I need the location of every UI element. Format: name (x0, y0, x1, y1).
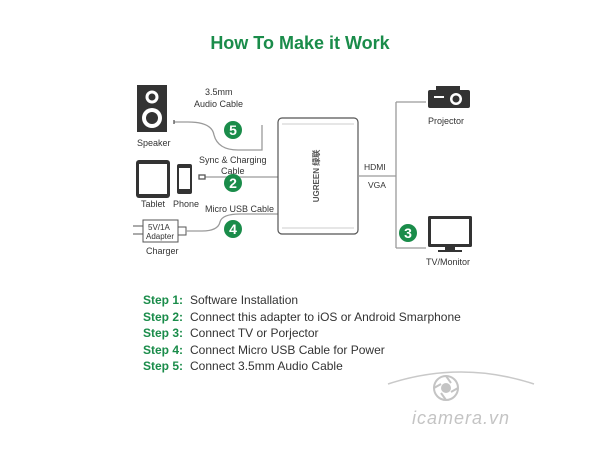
step-2-key: Step 2: (143, 309, 184, 324)
step-1-text: Software Installation (190, 293, 299, 307)
micro-usb-cable-label: Micro USB Cable (205, 204, 274, 214)
speaker-label: Speaker (137, 138, 171, 148)
projector-icon (428, 86, 470, 108)
step-2-badge-number: 2 (229, 175, 237, 191)
tablet-label: Tablet (141, 199, 166, 209)
step-3-badge-number: 3 (404, 225, 412, 241)
step-1: Step 1: Software Installation (143, 292, 461, 309)
step-5-text: Connect 3.5mm Audio Cable (190, 359, 343, 373)
adapter-brand-text: UGREEN 绿联 (311, 150, 321, 202)
step-3: Step 3: Connect TV or Porjector (143, 325, 461, 342)
adapter-label-line2: Adapter (146, 232, 174, 241)
step-1-key: Step 1: (143, 293, 184, 307)
phone-icon (177, 164, 192, 194)
output-cables (358, 101, 426, 249)
vga-label: VGA (368, 180, 386, 190)
audio-cable (173, 120, 263, 151)
step-4-text: Connect Micro USB Cable for Power (190, 342, 385, 357)
wall-adapter-icon (133, 219, 187, 243)
tv-monitor-label: TV/Monitor (426, 257, 470, 267)
steps-list: Step 1: Software Installation Step 2: Conn… (143, 292, 461, 375)
watermark-logo: icamera.vn (387, 371, 535, 428)
step-2: Step 2: Connect this adapter to iOS or An… (143, 309, 461, 326)
step-4-badge-number: 4 (229, 221, 237, 237)
speaker-icon (137, 85, 167, 132)
step-4: Step 4: Connect Micro USB Cable for Power (143, 342, 461, 359)
charger-label: Charger (146, 246, 179, 256)
step-4-badge: 4 (224, 220, 242, 238)
hdmi-label: HDMI (364, 162, 386, 172)
step-5-badge: 5 (224, 121, 242, 139)
sync-cable-label-line1: Sync & Charging (199, 155, 267, 165)
page-title: How To Make it Work (210, 33, 390, 53)
adapter-label-line1: 5V/1A (148, 223, 170, 232)
projector-label: Projector (428, 116, 464, 126)
audio-cable-label-line2: Audio Cable (194, 99, 243, 109)
tablet-icon (136, 160, 170, 198)
step-2-badge: 2 (224, 174, 242, 192)
step-3-key: Step 3: (143, 326, 184, 340)
adapter-device: UGREEN 绿联 (277, 117, 359, 235)
tv-monitor-icon (428, 216, 472, 252)
step-5: Step 5: Connect 3.5mm Audio Cable (143, 358, 461, 375)
step-5-key: Step 5: (143, 359, 184, 373)
step-3-badge: 3 (399, 224, 417, 242)
step-4-key: Step 4: (143, 342, 184, 357)
audio-cable-label-line1: 3.5mm (205, 87, 233, 97)
camera-aperture-icon (433, 375, 459, 401)
phone-label: Phone (173, 199, 199, 209)
step-2-text: Connect this adapter to iOS or Android S… (190, 309, 461, 324)
sync-cable-label-line2: Cable (221, 166, 245, 176)
watermark-text: icamera.vn (412, 408, 510, 428)
step-3-text: Connect TV or Porjector (190, 326, 319, 340)
step-5-badge-number: 5 (229, 122, 237, 138)
micro-usb-cable (186, 213, 278, 232)
